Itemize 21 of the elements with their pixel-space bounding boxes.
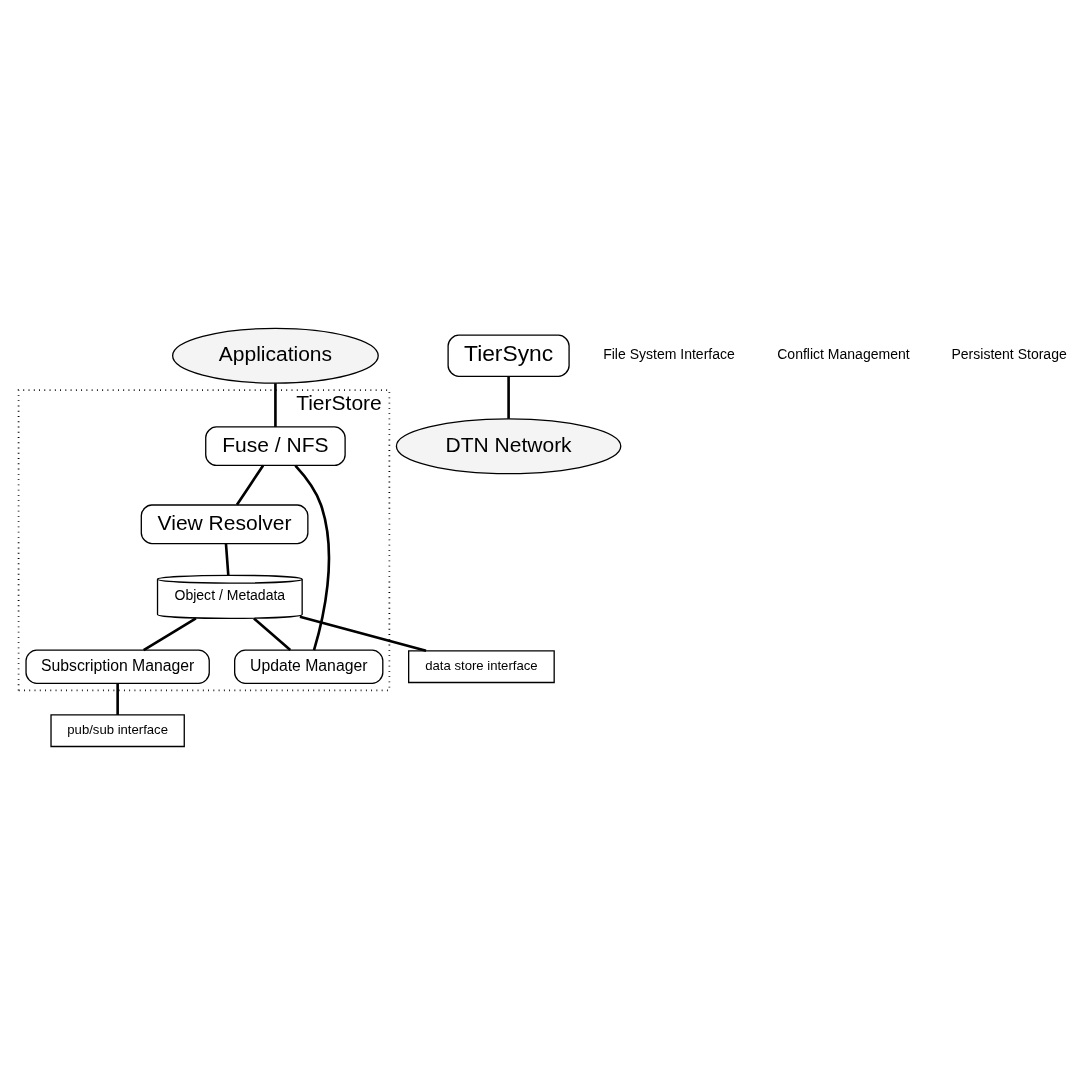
node-box: Update Manager: [234, 648, 384, 684]
node-ellipse: Applications: [172, 327, 379, 384]
label: File System Interface: [603, 345, 735, 362]
node-box: View Resolver: [140, 503, 309, 544]
node-box: data store interface: [408, 649, 555, 683]
connector: [299, 614, 427, 652]
connector: [224, 543, 230, 575]
connector: [142, 616, 197, 651]
node-box: Subscription Manager: [25, 648, 210, 684]
connector: [274, 382, 277, 427]
node-box: TierSync: [447, 334, 570, 377]
connector: [507, 376, 510, 419]
connector: [253, 617, 292, 651]
label: Conflict Management: [777, 345, 910, 362]
connector: [235, 464, 265, 506]
node-ellipse: DTN Network: [395, 417, 622, 474]
node-box: Fuse / NFS: [205, 425, 346, 466]
node-box: pub/sub interface: [50, 713, 185, 747]
label: Persistent Storage: [951, 345, 1067, 362]
connector: [116, 683, 119, 715]
connector: [294, 464, 331, 650]
